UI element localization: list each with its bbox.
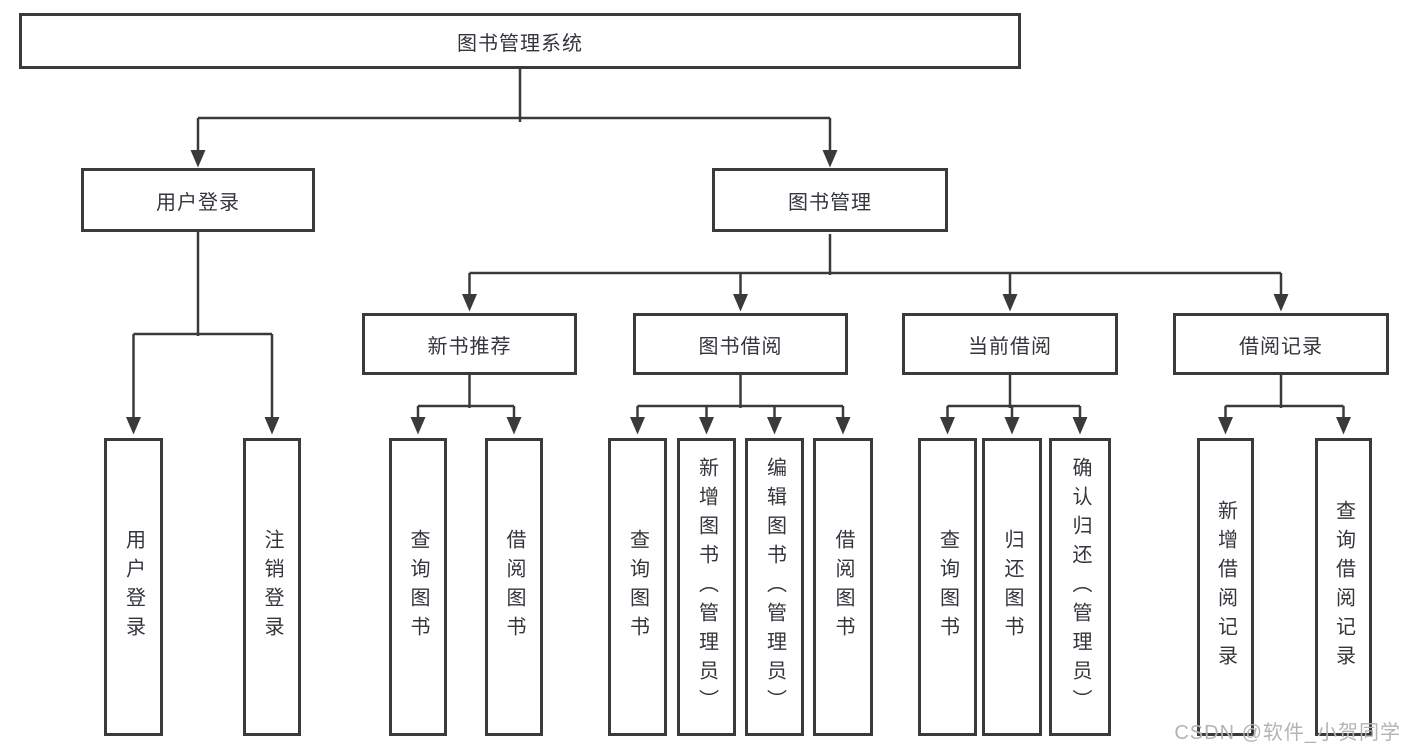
branch-new-book-recommend xyxy=(410,375,522,435)
branch-book-borrowing xyxy=(630,375,851,435)
branch-user-login xyxy=(126,232,280,435)
branch-book-management xyxy=(462,234,1289,312)
branch-root xyxy=(190,69,838,168)
leaf-borrow-books: 借阅图书 xyxy=(813,438,873,736)
node-root-library-system: 图书管理系统 xyxy=(19,13,1021,69)
leaf-return-books: 归还图书 xyxy=(982,438,1042,736)
leaf-query-books-borrowing: 查询图书 xyxy=(608,438,667,736)
branch-borrowing-records xyxy=(1218,375,1351,435)
leaf-query-books-current: 查询图书 xyxy=(918,438,977,736)
node-book-borrowing: 图书借阅 xyxy=(633,313,848,375)
leaf-confirm-return-admin: 确认归还（管理员） xyxy=(1049,438,1111,736)
node-user-login: 用户登录 xyxy=(81,168,315,232)
node-book-management: 图书管理 xyxy=(712,168,948,232)
branch-current-borrowing xyxy=(940,375,1088,435)
leaf-borrow-books-recommend: 借阅图书 xyxy=(485,438,543,736)
leaf-logout: 注销登录 xyxy=(243,438,301,736)
leaf-query-books-recommend: 查询图书 xyxy=(389,438,447,736)
leaf-add-borrow-record: 新增借阅记录 xyxy=(1197,438,1254,736)
leaf-query-borrow-record: 查询借阅记录 xyxy=(1315,438,1372,736)
node-new-book-recommend: 新书推荐 xyxy=(362,313,577,375)
node-borrowing-records: 借阅记录 xyxy=(1173,313,1389,375)
leaf-user-login: 用户登录 xyxy=(104,438,163,736)
leaf-edit-book-admin: 编辑图书（管理员） xyxy=(745,438,804,736)
node-current-borrowing: 当前借阅 xyxy=(902,313,1118,375)
leaf-add-book-admin: 新增图书（管理员） xyxy=(677,438,736,736)
csdn-watermark: CSDN @软件_小贺同学 xyxy=(1174,722,1401,744)
